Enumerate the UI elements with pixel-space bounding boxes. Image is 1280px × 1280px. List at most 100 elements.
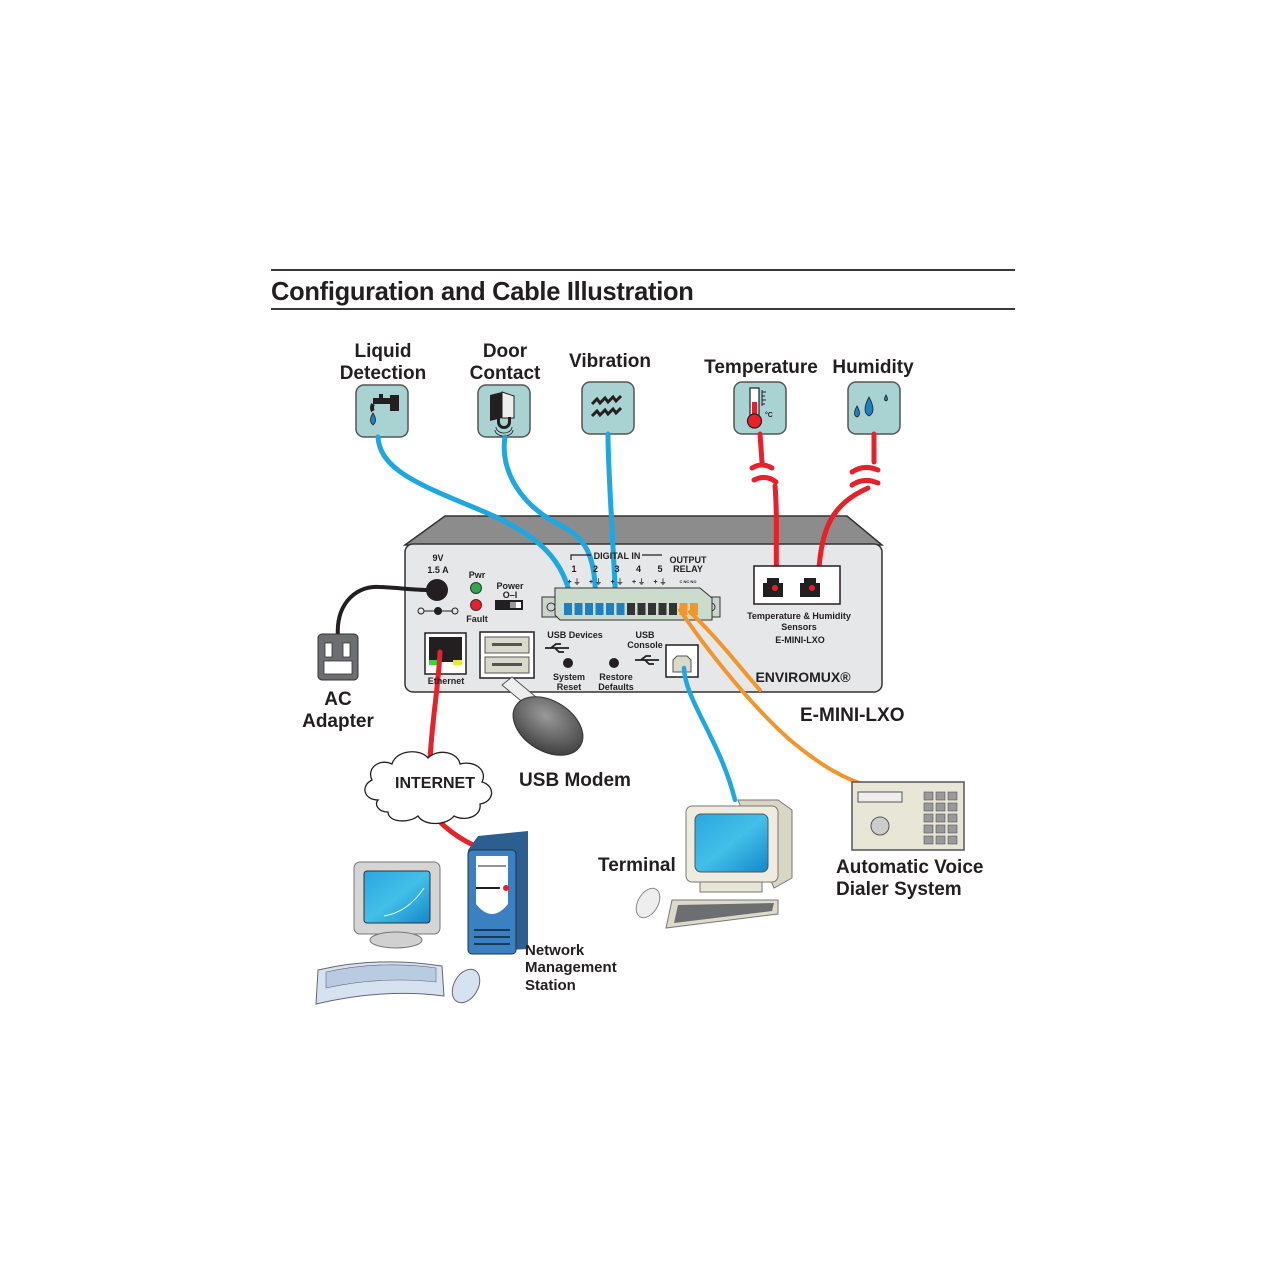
terminal-screw[interactable] [616, 603, 625, 615]
terminal-screws [564, 603, 698, 615]
label-liquid-detection-line2: Detection [339, 362, 427, 384]
system-reset-label-line2: Reset [557, 682, 582, 692]
usb-devices-label: USB Devices [547, 630, 603, 640]
keypad-key [923, 813, 934, 823]
pwr-led-label: Pwr [469, 570, 486, 580]
page-title: Configuration and Cable Illustration [271, 276, 694, 306]
sensor-port-label-line2: Sensors [781, 622, 817, 632]
digital-input-cables [375, 431, 619, 608]
power-switch-label: Power [496, 581, 524, 591]
terminal-screw[interactable] [658, 603, 667, 615]
restore-defaults-label-line1: Restore [599, 672, 633, 682]
terminal-screw[interactable] [595, 603, 604, 615]
terminal-screw[interactable] [648, 603, 656, 615]
fault-led-label: Fault [466, 614, 488, 624]
usb-device-ports[interactable] [479, 631, 535, 679]
label-nms-line1: Network [525, 942, 585, 959]
restore-defaults-label-line2: Defaults [598, 682, 634, 692]
digital-in-channel-label: 4 [636, 564, 641, 574]
label-vibration: Vibration [569, 351, 651, 372]
restore-defaults-button[interactable] [609, 658, 619, 668]
water-drops-icon [854, 394, 888, 418]
sensor-icon-vibration [581, 381, 635, 435]
sensor-icon-humidity [847, 381, 901, 435]
terminal-screw[interactable] [606, 603, 614, 615]
label-ac-adapter: AC Adapter [290, 689, 386, 733]
keypad-key [935, 802, 946, 812]
system-reset-label-line1: System [553, 672, 585, 682]
keypad-key [947, 824, 958, 834]
thermometer-icon: °C [746, 387, 773, 429]
digital-in-channel-label: 1 [571, 564, 576, 574]
output-relay-label-line2: RELAY [673, 564, 703, 574]
terminal-screw[interactable] [627, 603, 635, 615]
sensor-icon-door-contact [477, 384, 531, 438]
usb-modem-icon [501, 676, 584, 756]
cable-liquid-detection [375, 434, 575, 608]
terminal-screw[interactable] [669, 603, 677, 615]
ethernet-port[interactable] [424, 632, 467, 675]
keypad-key [923, 802, 934, 812]
usb-console-label-line1: USB [635, 630, 655, 640]
nms-computer-icon [315, 831, 528, 1005]
label-liquid-detection-line1: Liquid [354, 341, 412, 362]
polarity-symbol-icon [417, 607, 459, 615]
channel-polarity-label: + ⏚ [567, 578, 580, 586]
sensor-rj-ports[interactable] [753, 565, 841, 605]
sensor-port-label-line1: Temperature & Humidity [747, 611, 851, 621]
digital-in-channel-label: 5 [657, 564, 662, 574]
label-humidity: Humidity [832, 357, 914, 378]
relay-cable [678, 608, 874, 789]
keypad-key [947, 802, 958, 812]
thermometer-unit-text: °C [765, 411, 773, 419]
channel-polarity-label: + ⏚ [653, 578, 666, 586]
header-rule-top [271, 269, 1015, 271]
keypad-key [923, 835, 934, 845]
label-temperature: Temperature [704, 357, 818, 378]
terminal-screw[interactable] [690, 603, 698, 615]
keypad-key [947, 813, 958, 823]
system-reset-button[interactable] [563, 658, 573, 668]
brand-label: ENVIROMUX® [755, 669, 851, 685]
keypad-key [935, 824, 946, 834]
label-internet: INTERNET [395, 775, 475, 792]
usb-console-label-line2: Console [627, 640, 663, 650]
ethernet-label: Ethernet [428, 676, 465, 686]
header-rule-bottom [271, 308, 1015, 310]
cable-vibration [605, 431, 619, 608]
label-ac-adapter-line2: Adapter [302, 710, 374, 732]
relay-contacts-label: C NC NO [680, 579, 697, 584]
voice-dialer-icon [851, 781, 965, 851]
keypad-key [923, 824, 934, 834]
terminal-screw[interactable] [637, 603, 646, 615]
label-liquid-detection: Liquid Detection [330, 341, 436, 385]
power-switch[interactable] [495, 600, 523, 610]
terminal-screw[interactable] [574, 603, 583, 615]
internet-cloud-icon [364, 751, 493, 825]
sensor-port-label-line3: E-MINI-LXO [775, 635, 825, 645]
digital-in-channel-label: 2 [593, 564, 598, 574]
keypad-key [947, 791, 958, 801]
channel-polarity-label: + ⏚ [610, 578, 623, 586]
console-cable [681, 665, 738, 803]
channel-polarity-label: + ⏚ [632, 578, 645, 586]
keypad-key [935, 835, 946, 845]
power-switch-states: O–I [503, 590, 518, 600]
label-terminal: Terminal [598, 855, 676, 876]
usb-symbol-icon [545, 643, 659, 665]
label-door-contact-line1: Door [482, 341, 528, 362]
terminal-screw[interactable] [564, 603, 572, 615]
keypad-key [947, 835, 958, 845]
usb-console-port[interactable] [665, 644, 699, 678]
ac-adapter-cord [335, 584, 429, 639]
power-jack[interactable] [417, 579, 459, 615]
door-magnet-icon [490, 391, 515, 437]
sensor-icon-liquid-detection [355, 384, 409, 438]
fault-led [470, 599, 482, 611]
faucet-drip-icon [370, 394, 399, 426]
terminal-screw[interactable] [679, 603, 688, 615]
vibration-wave-icon [590, 394, 623, 418]
keypad-key [935, 813, 946, 823]
terminal-screw[interactable] [585, 603, 593, 615]
